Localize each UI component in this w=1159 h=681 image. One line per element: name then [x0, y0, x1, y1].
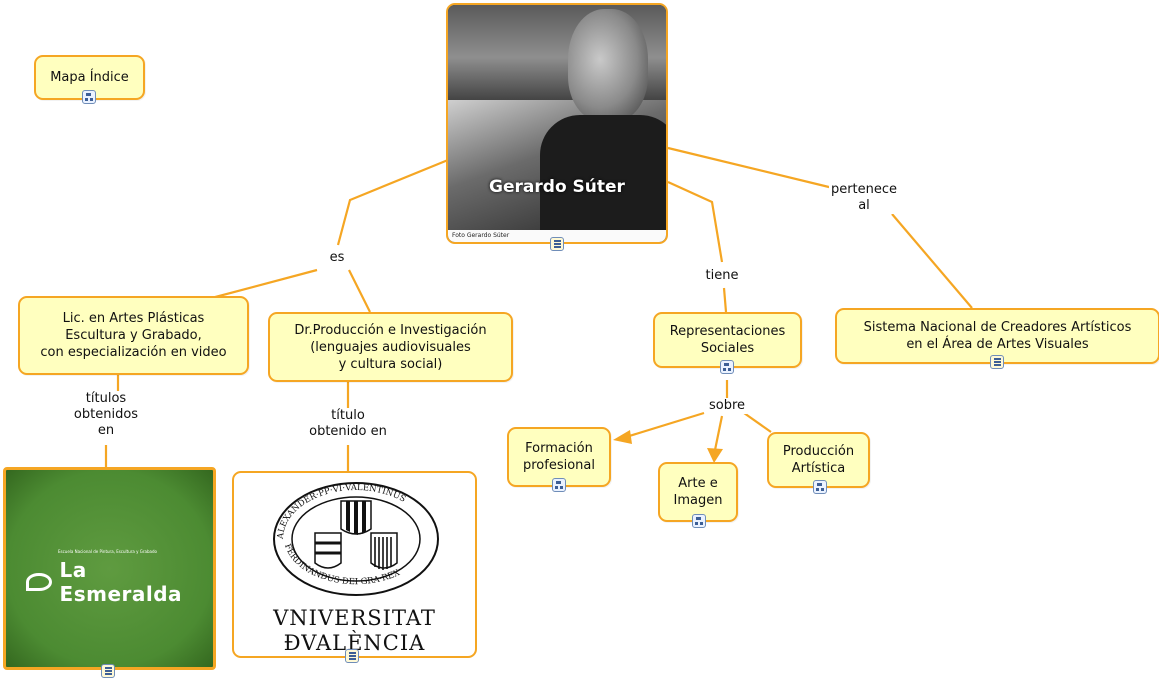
node-mapa-indice[interactable]: Mapa Índice — [34, 55, 145, 100]
node-sistema-label: Sistema Nacional de Creadores Artísticos… — [863, 320, 1132, 352]
node-lic-artes-plasticas[interactable]: Lic. en Artes Plásticas Escultura y Grab… — [18, 296, 249, 375]
link-pertenece-sistema — [891, 213, 973, 309]
link-label-sobre: sobre — [706, 398, 748, 414]
arrow-arte — [707, 448, 723, 463]
link-es-dr — [348, 269, 371, 313]
concept-map-icon[interactable] — [82, 90, 96, 104]
node-produccion-label: Producción Artística — [782, 444, 855, 476]
node-representaciones-label: Representaciones Sociales — [669, 324, 786, 356]
photo-name-label: Gerardo Súter — [489, 177, 625, 197]
node-dr-produccion[interactable]: Dr.Producción e Investigación (lenguajes… — [268, 312, 513, 382]
link-tiene-repr — [722, 287, 728, 313]
link-label-es: es — [327, 250, 347, 266]
node-universitat-valencia-image[interactable]: ALEXANDER·PP·VI·VALENTINUS FERDINANDUS·D… — [232, 471, 477, 658]
document-icon[interactable] — [990, 355, 1004, 369]
document-icon[interactable] — [345, 649, 359, 663]
esmeralda-title: La Esmeralda — [59, 558, 183, 606]
document-icon[interactable] — [101, 664, 115, 678]
link-gerardo-tiene — [667, 180, 724, 263]
link-sobre-formacion — [625, 411, 705, 439]
link-label-titulo: título obtenido en — [307, 408, 389, 440]
esmeralda-school-name: Escuela Nacional de Pintura, Escultura y… — [58, 549, 157, 554]
esmeralda-wave-icon — [26, 573, 52, 591]
seal-shields — [314, 500, 398, 570]
node-mapa-indice-label: Mapa Índice — [50, 70, 129, 85]
link-label-pertenece: pertenece al — [828, 182, 900, 214]
link-es-lic — [203, 268, 318, 302]
document-icon[interactable] — [550, 237, 564, 251]
node-lic-label: Lic. en Artes Plásticas Escultura y Grab… — [40, 311, 227, 360]
link-sobre-produccion — [743, 412, 772, 433]
portrait-head — [568, 9, 648, 121]
node-gerardo-suter-photo[interactable]: Gerardo Súter Foto Gerardo Súter — [446, 3, 668, 244]
node-formacion-label: Formación profesional — [523, 441, 595, 473]
node-arte-imagen[interactable]: Arte e Imagen — [658, 462, 738, 522]
concept-map-icon[interactable] — [813, 480, 827, 494]
link-gerardo-es — [336, 158, 449, 246]
concept-map-icon[interactable] — [552, 478, 566, 492]
portrait-body — [540, 115, 666, 235]
node-arte-label: Arte e Imagen — [673, 476, 723, 508]
esmeralda-logo: Escuela Nacional de Pintura, Escultura y… — [26, 549, 213, 606]
link-sobre-arte — [713, 415, 724, 451]
arrow-formacion — [613, 430, 632, 444]
link-label-tiene: tiene — [703, 268, 741, 284]
node-la-esmeralda-image[interactable]: Escuela Nacional de Pintura, Escultura y… — [3, 467, 216, 670]
node-dr-label: Dr.Producción e Investigación (lenguajes… — [294, 322, 487, 372]
university-seal: ALEXANDER·PP·VI·VALENTINUS FERDINANDUS·D… — [273, 482, 439, 596]
link-gerardo-pertenece — [667, 146, 834, 190]
node-formacion-profesional[interactable]: Formación profesional — [507, 427, 611, 487]
uv-name-line1: VNIVERSITAT — [273, 606, 436, 630]
photo-bottom-strip — [448, 230, 666, 242]
concept-map-icon[interactable] — [720, 360, 734, 374]
concept-map-icon[interactable] — [692, 514, 706, 528]
link-label-titulos: títulos obtenidos en — [71, 391, 141, 439]
photo-credit: Foto Gerardo Súter — [452, 232, 510, 239]
